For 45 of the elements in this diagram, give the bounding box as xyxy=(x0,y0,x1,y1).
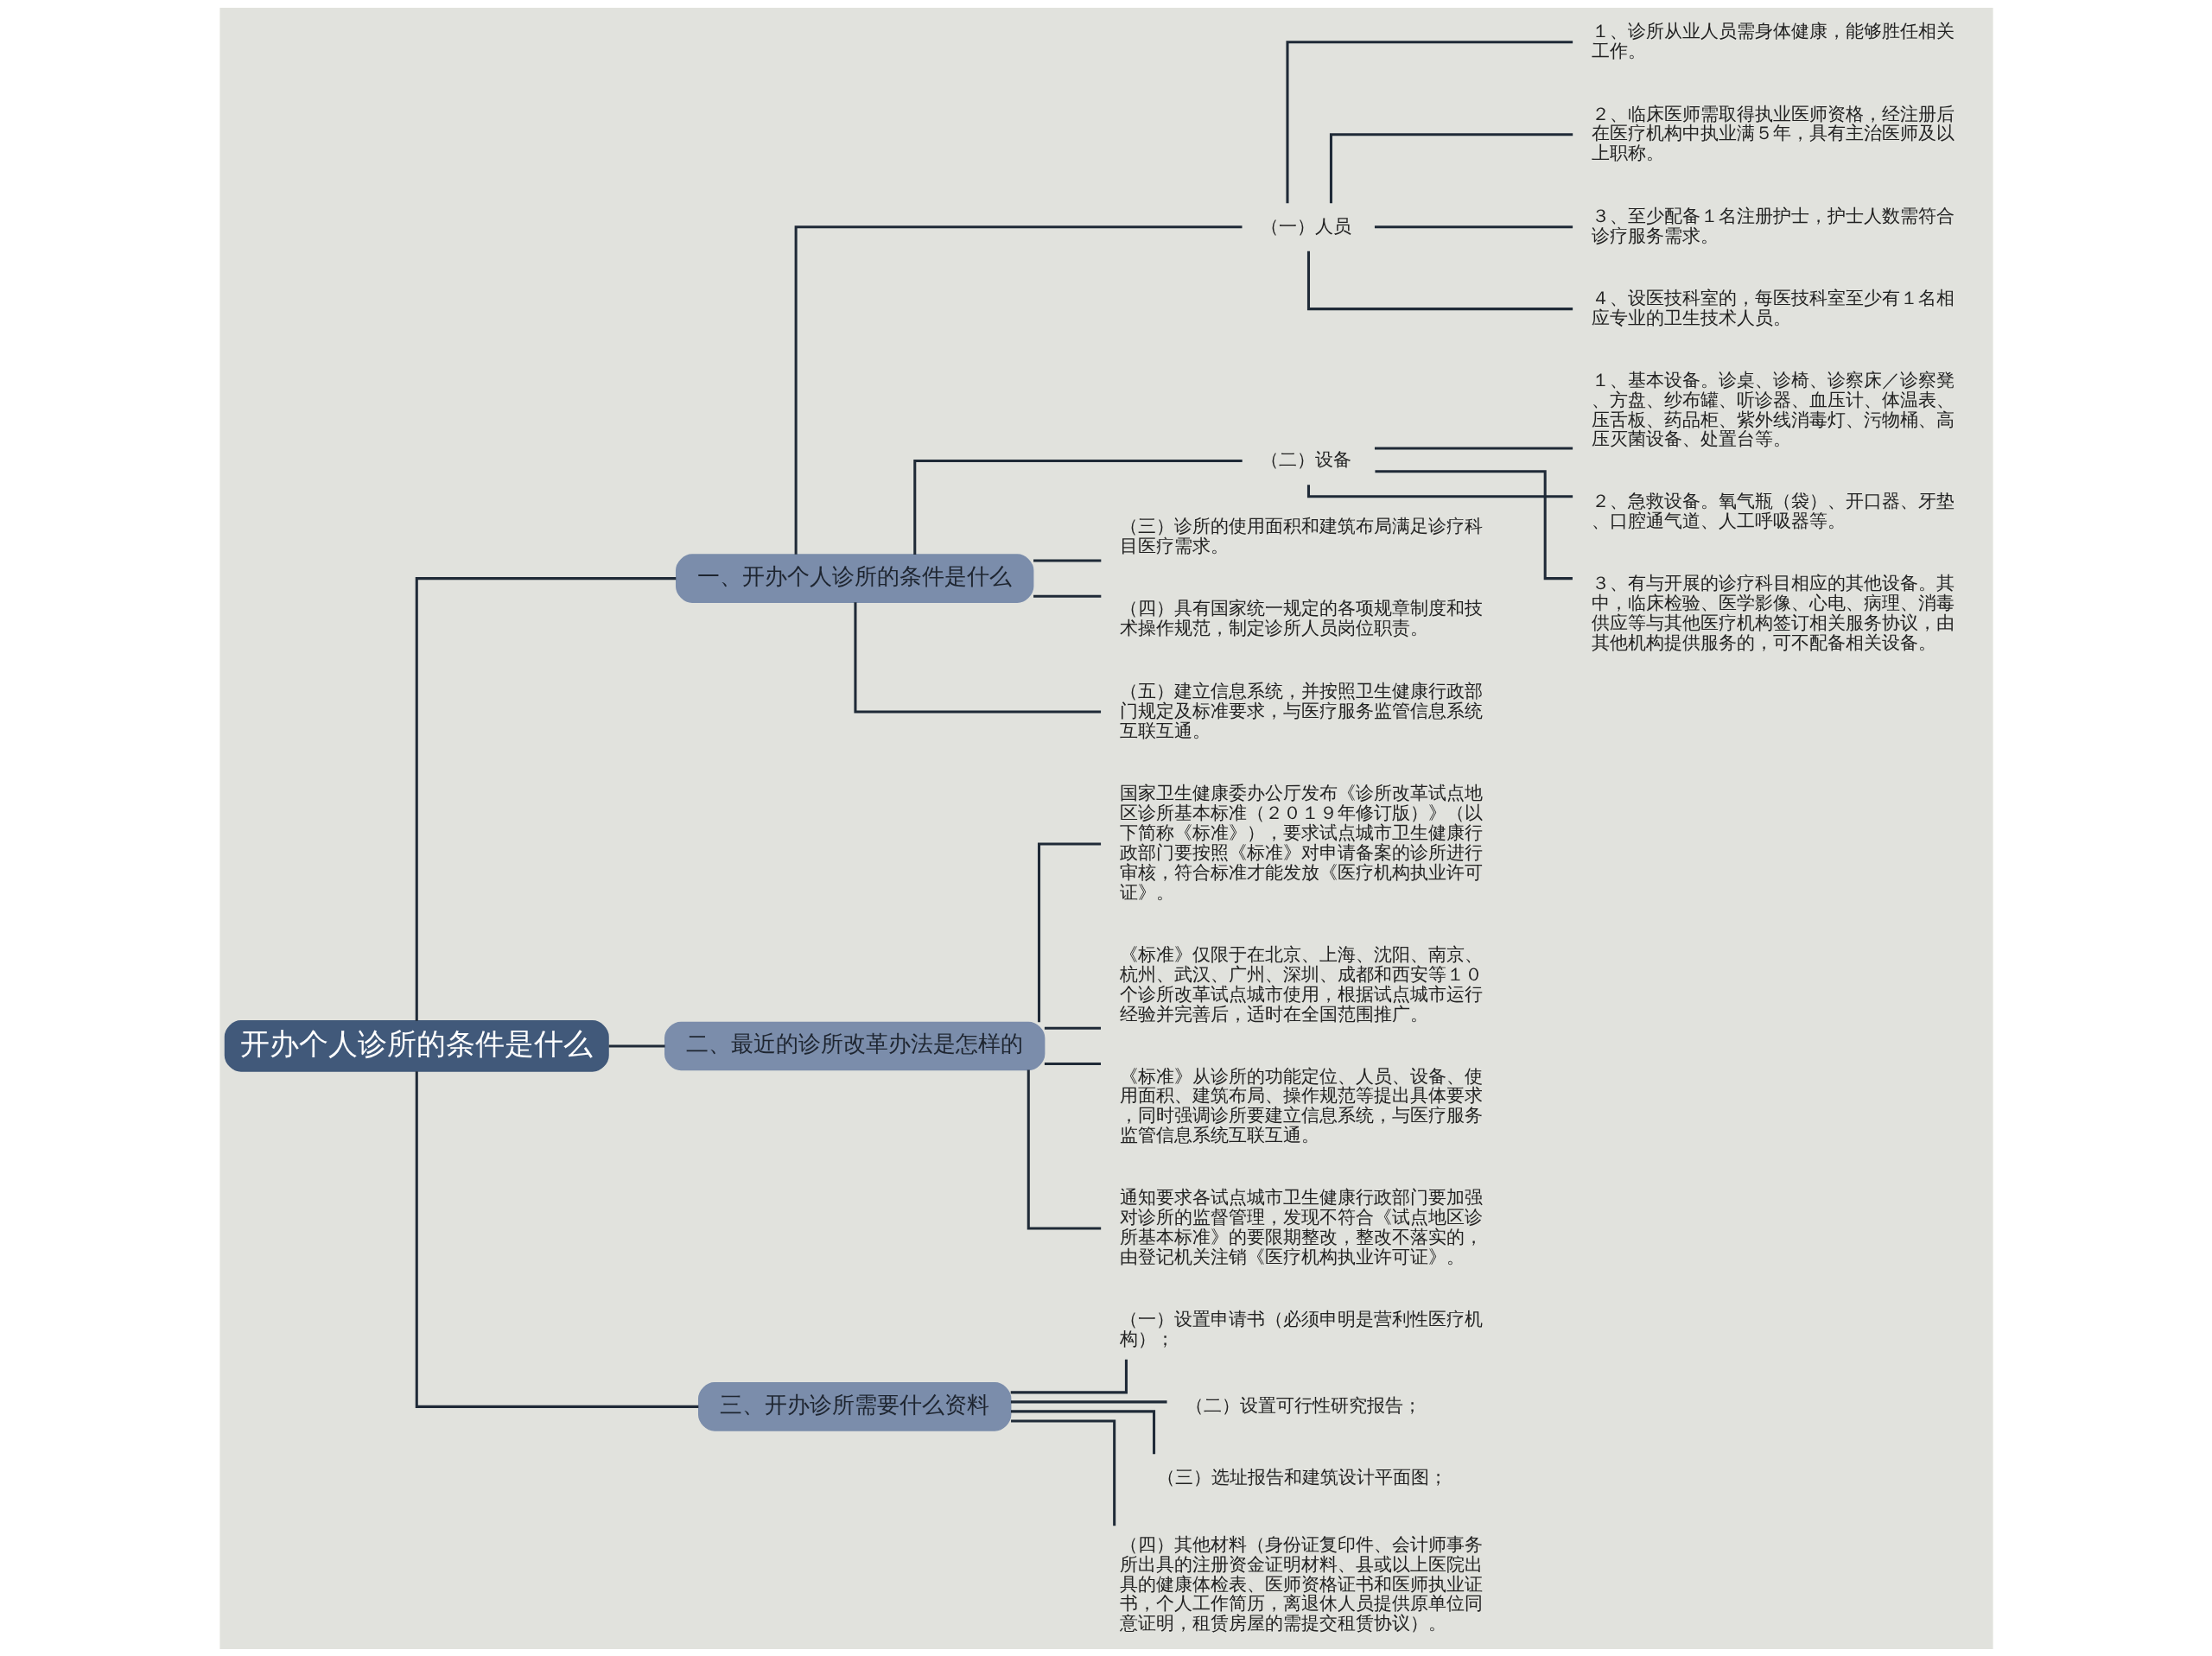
node-text: 《标准》仅限于在北京、上海、沈阳、南京、杭州、武汉、广州、深圳、成都和西安等１０个诊所改革试点城市使用，根据试点城市运行经验并完善后，适时在全国范围推广。 xyxy=(1119,942,1483,1025)
node-text: （三）诊所的使用面积和建筑布局满足诊疗科目医疗需求。 xyxy=(1119,514,1483,556)
node-text: ４、设医技科室的，每医技科室至少有１名相应专业的卫生技术人员。 xyxy=(1591,286,1955,328)
node-text: １、基本设备。诊桌、诊椅、诊察床／诊察凳、方盘、纱布罐、听诊器、血压计、体温表、压舌板、药品柜、紫外线消毒灯、污物桶、高压灭菌设备、处置台等。 xyxy=(1591,368,1955,449)
connector xyxy=(794,225,1242,555)
connector xyxy=(1374,225,1573,228)
node-text: ３、有与开展的诊疗科目相应的其他设备。其中，临床检验、医学影像、心电、病理、消毒供应等与其他医疗机构签订相关服务协议，由其他机构提供服务的，可不配备相关设备。 xyxy=(1591,571,1955,653)
node-text: （四）具有国家统一规定的各项规章制度和技术操作规范，制定诊所人员岗位职责。 xyxy=(1119,596,1483,638)
node-text: ２、临床医师需取得执业医师资格，经注册后在医疗机构中执业满５年，具有主治医师及以上职称。 xyxy=(1591,102,1955,163)
node-text: １、诊所从业人员需身体健康，能够胜任相关工作。 xyxy=(1591,19,1955,61)
node-text: （三）选址报告和建筑设计平面图； xyxy=(1156,1465,1447,1488)
connector xyxy=(1306,251,1573,310)
node-box: 一、开办个人诊所的条件是什么 xyxy=(675,553,1033,603)
node-text: （五）建立信息系统，并按照卫生健康行政部门规定及标准要求，与医疗服务监管信息系统互联互通。 xyxy=(1119,679,1483,741)
node-text: 《标准》从诊所的功能定位、人员、设备、使用面积、建筑布局、操作规范等提出具体要求，同时强调诊所要建立信息系统，与医疗服务监管信息系统互联互通。 xyxy=(1119,1064,1483,1145)
node-text: （二）设置可行性研究报告； xyxy=(1185,1393,1421,1416)
connector xyxy=(1374,446,1573,449)
node-text: （一）人员 xyxy=(1260,214,1351,236)
connector xyxy=(1044,1026,1101,1030)
node-text: 通知要求各试点城市卫生健康行政部门要加强对诊所的监督管理，发现不符合《试点地区诊所基本标准》的要限期整改，整改不落实的，由登记机关注销《医疗机构执业许可证》。 xyxy=(1119,1185,1483,1267)
node-text: ２、急救设备。氧气瓶（袋）、开口器、牙垫、口腔通气道、人工呼吸器等。 xyxy=(1591,489,1955,531)
connector xyxy=(1044,1062,1101,1065)
connector xyxy=(1037,841,1101,1022)
node-text: （四）其他材料（身份证复印件、会计师事务所出具的注册资金证明材料、县或以上医院出具的健康体检表、医师资格证书和医师执业证书，个人工作简历，离退休人员提供原单位同意证明，租赁房屋的需提交租赁协议）。 xyxy=(1119,1532,1483,1634)
connector xyxy=(1010,1409,1155,1454)
connector xyxy=(608,1044,665,1047)
node-text: 国家卫生健康委办公厅发布《诊所改革试点地区诊所基本标准（２０１９年修订版）》（以下简称《标准》），要求试点城市卫生健康行政部门要按照《标准》对申请备案的诊所进行审核，符合标准才能发放《医疗机构执业许可证》。 xyxy=(1119,781,1483,903)
connector xyxy=(1033,558,1101,562)
connector xyxy=(415,1070,698,1408)
node-text: ３、至少配备１名注册护士，护士人数需符合诊疗服务需求。 xyxy=(1591,204,1955,246)
connector xyxy=(1010,1399,1167,1403)
connector xyxy=(1010,1359,1128,1393)
connector xyxy=(853,601,1101,714)
node-text: （一）设置申请书（必须申明是营利性医疗机构）； xyxy=(1119,1307,1483,1349)
connector xyxy=(1033,594,1101,598)
connector xyxy=(1010,1418,1116,1526)
connector xyxy=(1285,40,1573,203)
connector xyxy=(1027,1069,1101,1229)
node-text: （二）设备 xyxy=(1260,447,1351,470)
connector xyxy=(1329,132,1573,203)
connector xyxy=(415,576,676,1021)
node-box: 三、开办诊所需要什么资料 xyxy=(697,1381,1011,1431)
node-box: 开办个人诊所的条件是什么 xyxy=(224,1019,609,1072)
connector xyxy=(912,459,1243,555)
node-box: 二、最近的诊所改革办法是怎样的 xyxy=(664,1021,1045,1070)
